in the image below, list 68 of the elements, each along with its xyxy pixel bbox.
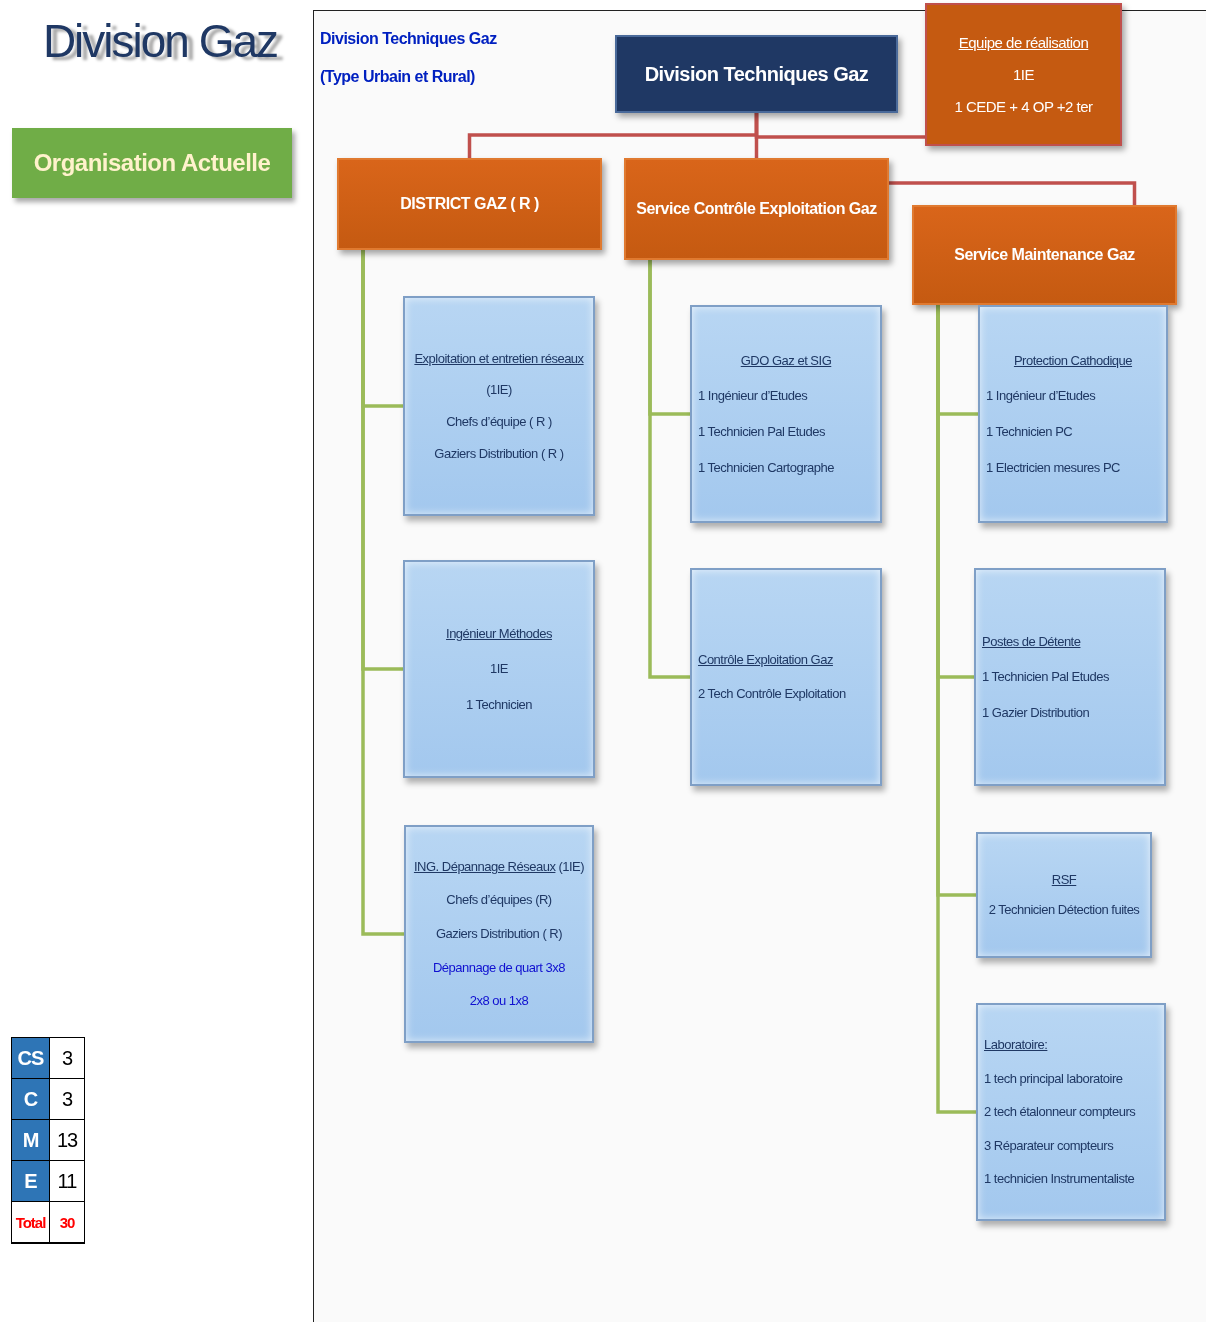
staff-line: 1 Ingénieur d’Etudes: [986, 388, 1096, 404]
staff-line: 1 Technicien Pal Etudes: [698, 424, 826, 440]
connector-line: [361, 250, 404, 936]
staff-line: 1 tech principal laboratoire: [984, 1070, 1123, 1087]
unit-box: [690, 568, 882, 786]
staff-line: 1 Technicien Pal Etudes: [982, 669, 1110, 685]
unit-box: [690, 305, 882, 523]
staff-line: (1IE): [486, 382, 512, 398]
box-heading: RSF: [1051, 872, 1077, 888]
grade-cell: Total: [12, 1202, 50, 1243]
staff-line: 2 tech étalonneur compteurs: [984, 1104, 1136, 1120]
unit-box: [978, 305, 1168, 523]
staff-line: 3 Réparateur compteurs: [984, 1137, 1114, 1154]
staff-line: 1 technicien Instrumentaliste: [984, 1171, 1135, 1187]
box-title: DISTRICT GAZ ( R ): [400, 194, 539, 214]
staff-line: 1 CEDE + 4 OP +2 ter: [954, 97, 1093, 116]
unit-box: [976, 1003, 1166, 1221]
staff-line: 1 Technicien PC: [986, 424, 1073, 440]
scope-note: Division Techniques Gaz: [320, 30, 498, 48]
staff-line: 2x8 ou 1x8: [469, 993, 529, 1009]
unit-box: [403, 560, 595, 778]
box-title: Service Maintenance Gaz: [954, 245, 1135, 265]
box-title: Division Techniques Gaz: [644, 62, 869, 86]
staff-line: 1IE: [1013, 65, 1034, 84]
grade-cell: E: [12, 1161, 50, 1202]
box-heading: Laboratoire:: [984, 1037, 1048, 1053]
staff-line: 2 Tech Contrôle Exploitation: [698, 686, 846, 702]
page-title: Division Gaz: [41, 14, 279, 68]
box-title: Service Contrôle Exploitation Gaz: [636, 199, 877, 219]
staff-line: 1 Electricien mesures PC: [986, 459, 1120, 476]
unit-box: [974, 568, 1166, 786]
staff-line: Chefs d’équipes (R): [446, 892, 552, 908]
box-heading: ING. Dépannage Réseaux: [413, 859, 556, 875]
box-heading: GDO Gaz et SIG: [740, 352, 832, 369]
grade-cell: M: [12, 1120, 50, 1161]
scope-note: (Type Urbain et Rural): [320, 68, 476, 86]
unit-box: [404, 825, 594, 1043]
box-heading: Equipe de réalisation: [958, 33, 1089, 52]
staff-count: (1IE): [558, 859, 585, 875]
box-heading: Exploitation et entretien réseaux: [414, 350, 584, 367]
unit-box: [403, 296, 595, 516]
box-heading: Postes de Détente: [982, 633, 1081, 650]
connector-line: [648, 260, 690, 679]
staff-line: Gaziers Distribution ( R ): [434, 445, 564, 462]
team-box: [925, 3, 1122, 146]
staff-line: 1 Technicien Cartographe: [698, 459, 834, 476]
connector-line: [754, 113, 925, 139]
staff-line: Gaziers Distribution ( R): [435, 925, 563, 942]
staff-line: Chefs d’équipe ( R ): [446, 414, 552, 430]
staff-line: 1 Gazier Distribution: [982, 704, 1090, 721]
unit-box: [976, 832, 1152, 958]
box-title: Organisation Actuelle: [33, 148, 271, 178]
connector-line: [889, 181, 1137, 205]
box-heading: Protection Cathodique: [1013, 352, 1133, 369]
division-box: [615, 35, 898, 113]
staff-line: 1 Technicien: [465, 696, 532, 713]
service-box: [337, 158, 602, 250]
staff-line: 1 Ingénieur d’Etudes: [698, 388, 808, 404]
box-heading: Contrôle Exploitation Gaz: [698, 652, 833, 668]
grade-cell: C: [12, 1079, 50, 1120]
service-box: [912, 205, 1177, 305]
staff-line: Dépannage de quart 3x8: [432, 959, 566, 976]
organisation-banner: [12, 128, 292, 198]
service-box: [624, 158, 889, 260]
grade-cell: CS: [12, 1038, 50, 1079]
staff-line: 2 Technicien Détection fuites: [988, 902, 1140, 918]
staff-line: 1IE: [490, 661, 508, 677]
box-heading: Ingénieur Méthodes: [446, 625, 552, 642]
